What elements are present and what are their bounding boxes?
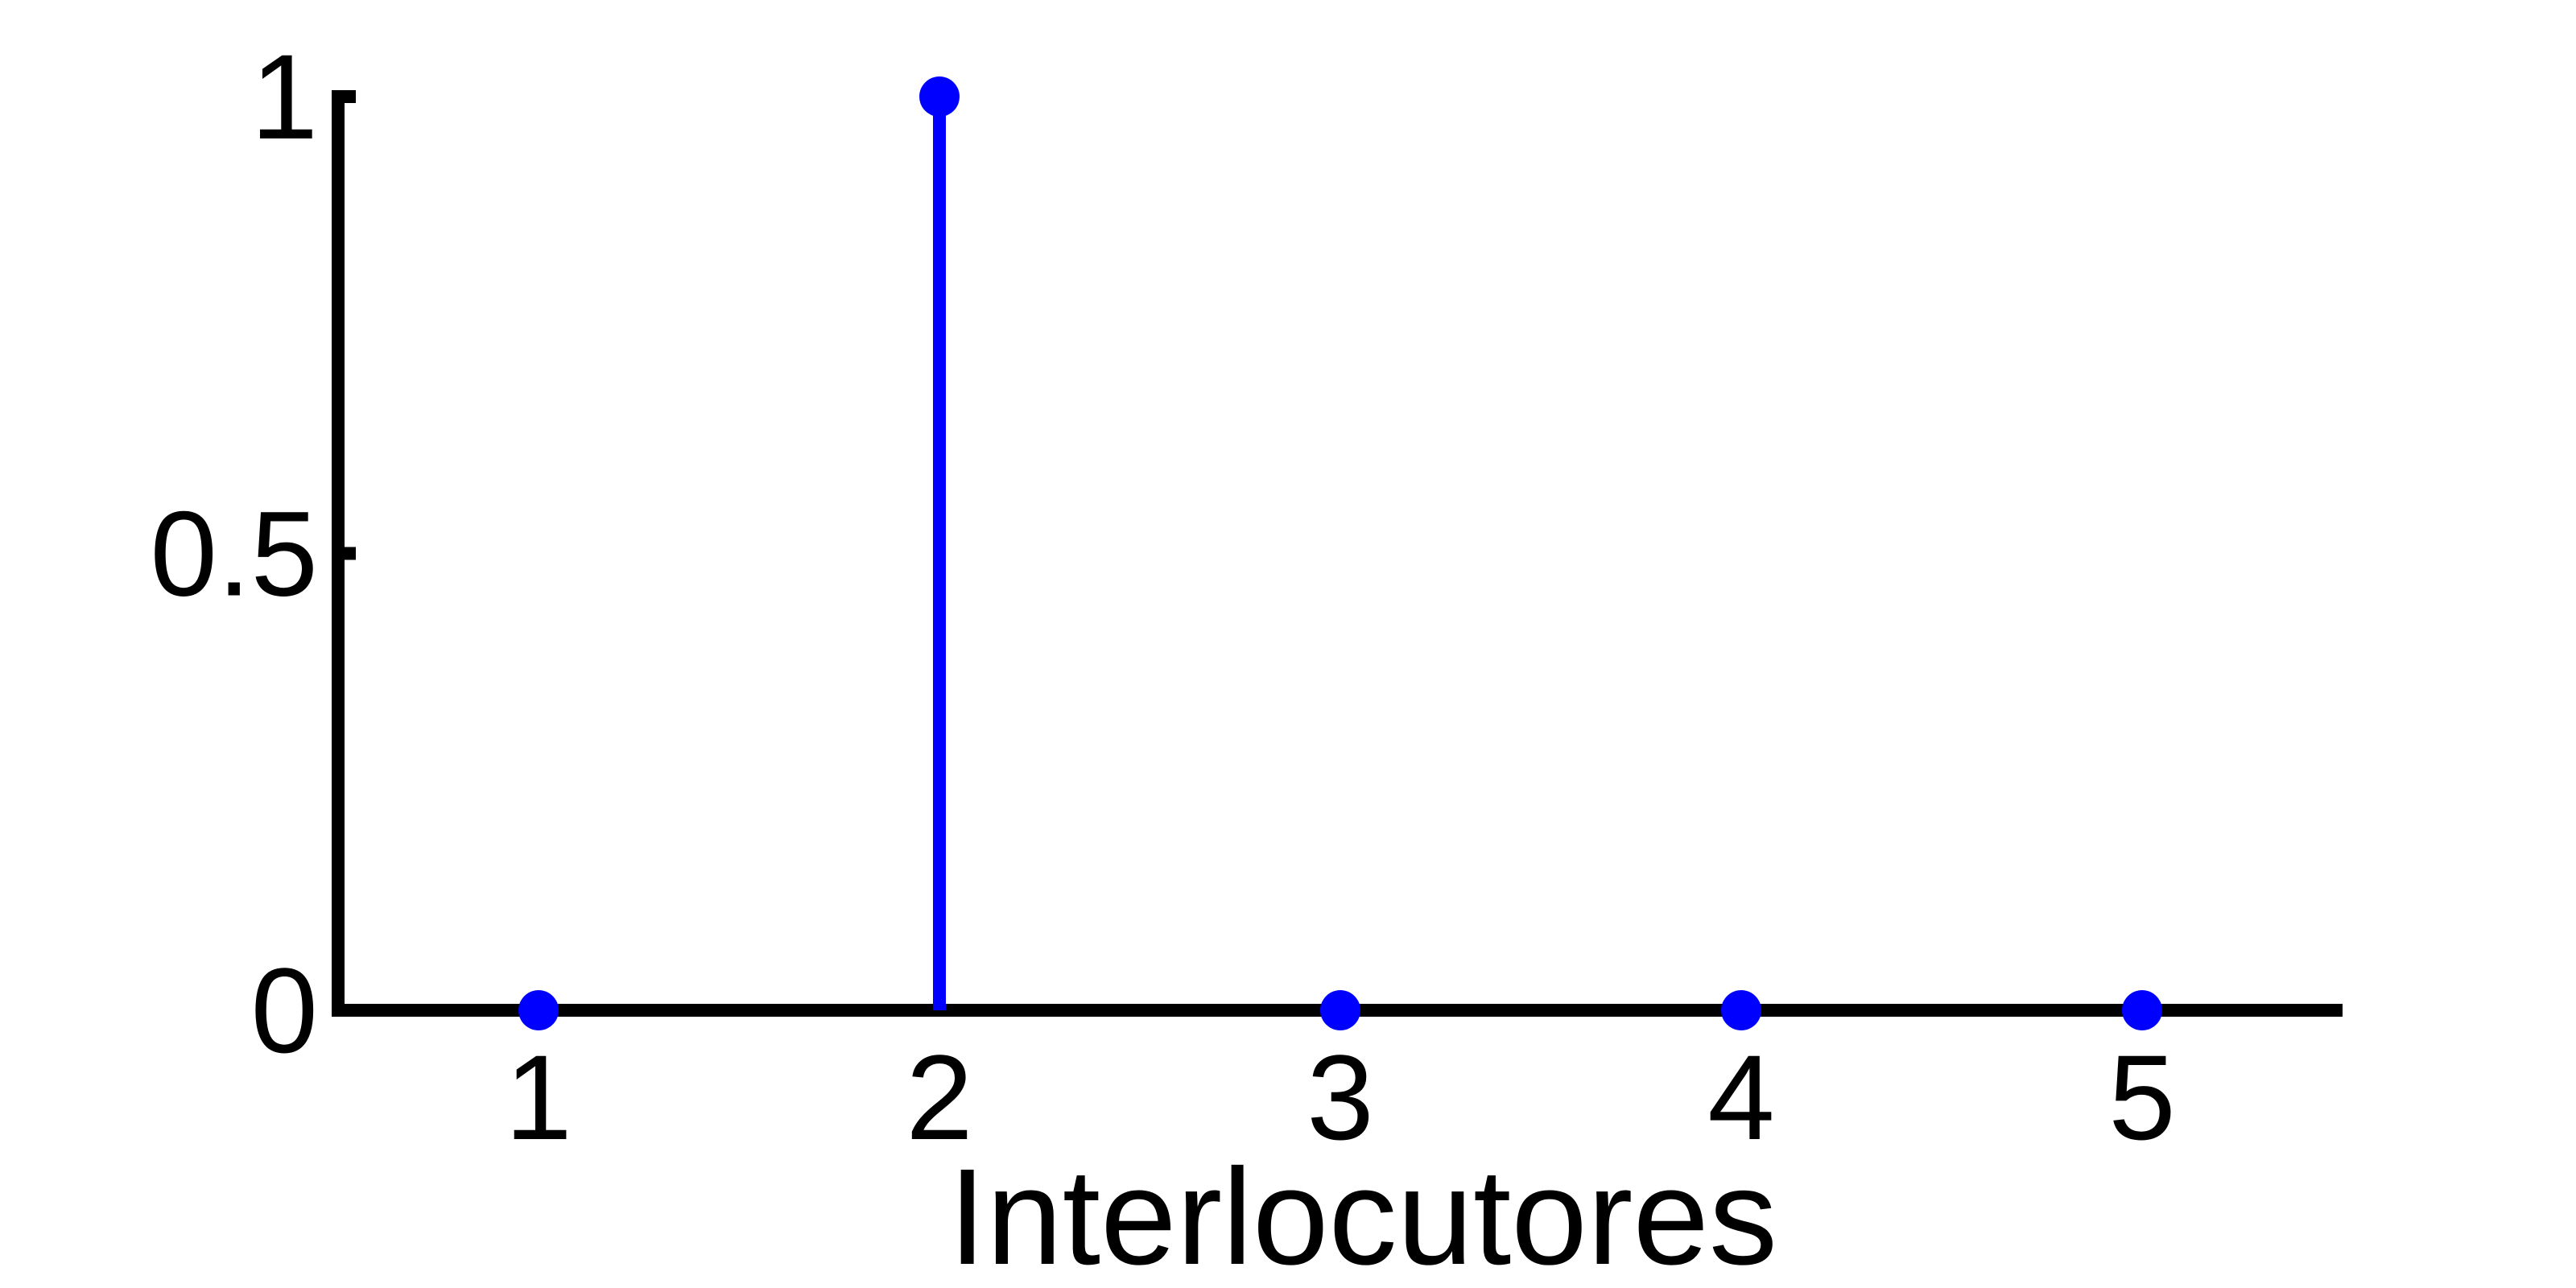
y-tick-label: 0.5: [150, 486, 318, 621]
stem-marker: [919, 76, 960, 117]
stem-marker: [1320, 990, 1360, 1030]
x-ticks: 1 2 3 4 5: [505, 1030, 2175, 1165]
axes: [332, 90, 2343, 1017]
y-tick-label: 0: [251, 943, 318, 1078]
y-tick-label: 1: [251, 29, 318, 164]
x-tick-label: 3: [1307, 1030, 1373, 1165]
x-tick-label: 4: [1707, 1030, 1774, 1165]
stem-marker: [2122, 990, 2162, 1030]
x-tick-label: 1: [505, 1030, 572, 1165]
x-tick-label: 5: [2108, 1030, 2175, 1165]
stem-marker: [1721, 990, 1761, 1030]
stem-marker: [518, 990, 559, 1030]
x-tick-label: 2: [906, 1030, 972, 1165]
stem-series: [518, 76, 2162, 1030]
x-axis-title: Interlocutores: [948, 1141, 1777, 1288]
y-ticks: 00.51: [150, 29, 356, 1078]
